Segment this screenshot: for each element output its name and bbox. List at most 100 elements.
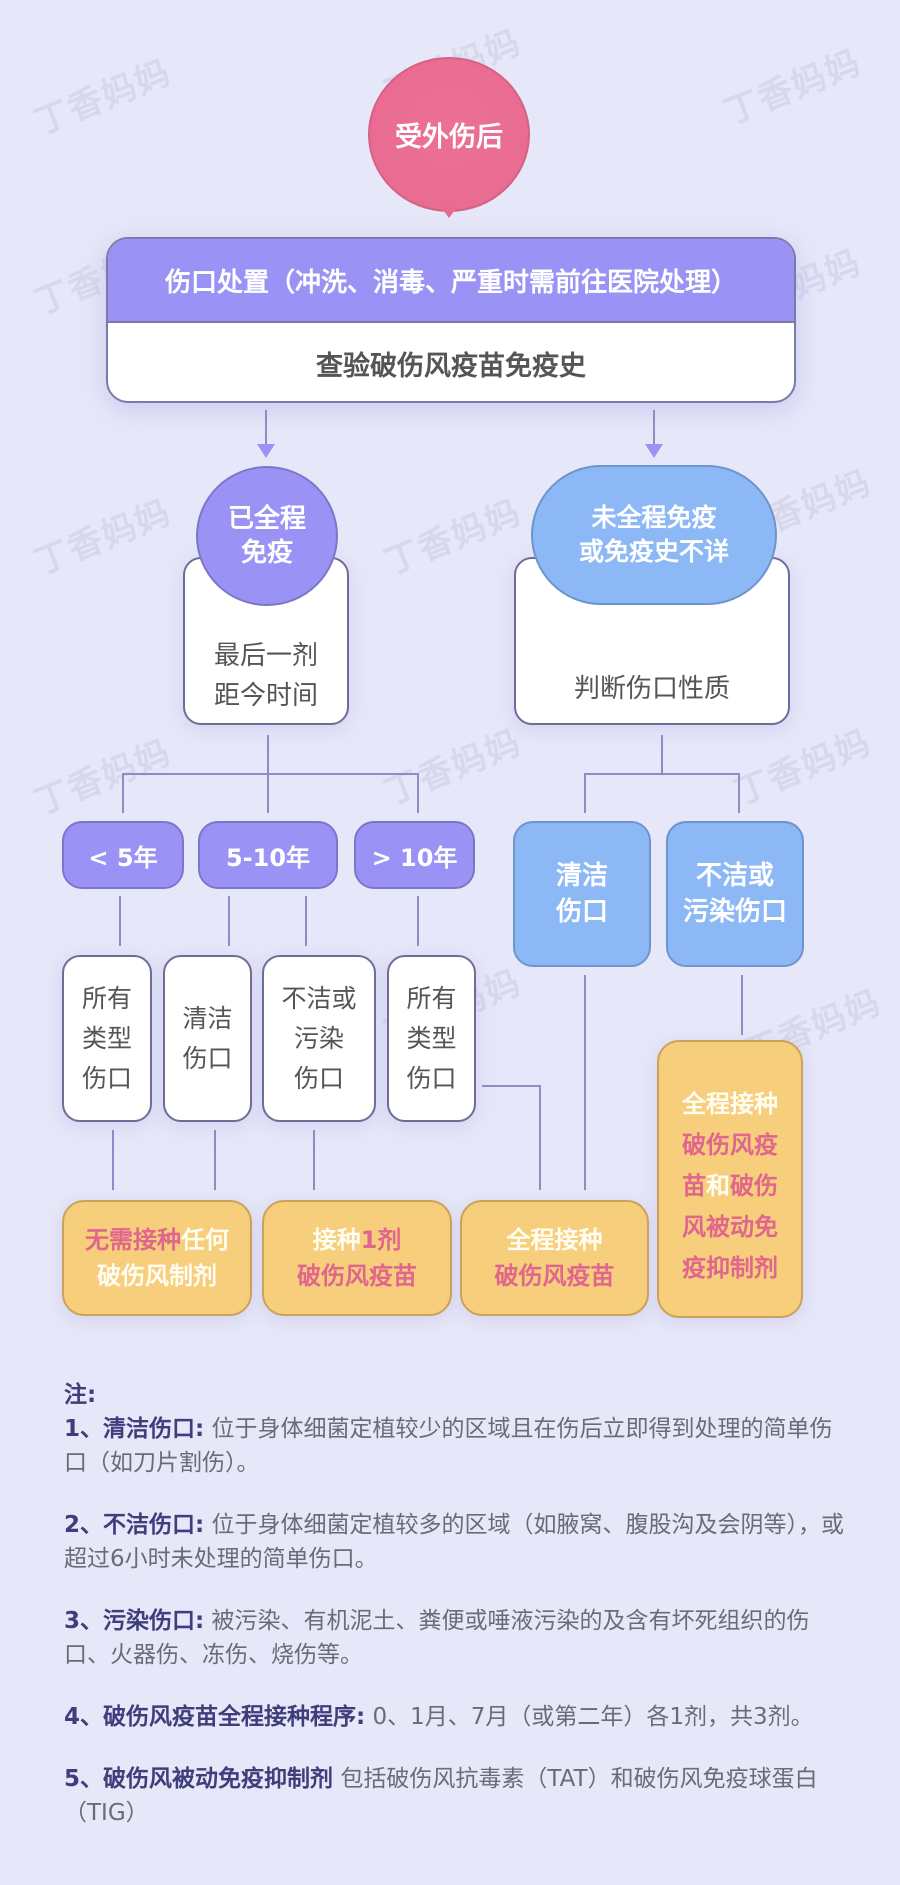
note-item: 4、破伤风疫苗全程接种程序: 0、1月、7月（或第二年）各1剂，共3剂。 xyxy=(64,1700,844,1734)
connector-line xyxy=(584,975,586,1190)
connector-line xyxy=(417,896,419,946)
connector-line xyxy=(738,773,740,813)
wound-type-line: 伤口 xyxy=(81,1063,132,1093)
not-fully-immunized-line1: 未全程免疫 xyxy=(591,503,717,532)
judge-wound-label: 判断伤口性质 xyxy=(573,673,730,704)
outcome-text-highlight: 风被动免 xyxy=(682,1213,778,1241)
notes-heading: 注: xyxy=(64,1382,97,1408)
note-item: 2、不洁伤口: 位于身体细菌定植较多的区域（如腋窝、腹股沟及会阴等），或超过6小… xyxy=(64,1508,844,1576)
arrow-down-icon xyxy=(257,444,275,458)
connector-line xyxy=(584,773,740,775)
outcome-text-highlight: 破伤 xyxy=(730,1172,778,1200)
connector-line xyxy=(584,773,586,813)
wound-type-line: 所有 xyxy=(406,983,457,1013)
note-title: 2、不洁伤口: xyxy=(64,1512,205,1538)
wound-type-line: 不洁或 xyxy=(281,983,357,1013)
connector-line xyxy=(313,1130,315,1190)
note-text: 0、1月、7月（或第二年）各1剂，共3剂。 xyxy=(372,1704,814,1730)
watermark: 丁香妈妈 xyxy=(379,722,528,814)
outcome-text-highlight: 破伤风疫苗 xyxy=(494,1262,615,1290)
check-immunization-label: 查验破伤风疫苗免疫史 xyxy=(316,350,586,382)
connector-line xyxy=(122,773,124,813)
outcome-text: 接种 xyxy=(312,1226,361,1254)
outcome-full-course-plus-passive: 全程接种 破伤风疫 苗和破伤 风被动免 疫抑制剂 xyxy=(657,1040,803,1318)
start-node-injury: 受外伤后 xyxy=(368,57,530,212)
outcome-text: 全程接种 xyxy=(506,1226,603,1254)
start-label: 受外伤后 xyxy=(395,122,503,153)
not-fully-immunized-node: 未全程免疫 或免疫史不详 xyxy=(531,465,777,605)
start-node-tail xyxy=(440,206,458,218)
wound-type-clean: 清洁 伤口 xyxy=(163,955,252,1122)
connector-line xyxy=(214,1130,216,1190)
wound-type-line: 清洁 xyxy=(182,1003,233,1033)
wound-type-line: 类型 xyxy=(406,1023,457,1053)
outcome-text: 任何 xyxy=(181,1226,229,1254)
note-text: 包括破伤风抗毒素（TAT）和破伤风免疫球蛋白（TIG） xyxy=(64,1766,818,1826)
watermark: 丁香妈妈 xyxy=(29,492,178,584)
note-title: 3、污染伤口: xyxy=(64,1608,205,1634)
note-text: 位于身体细菌定植较少的区域且在伤后立即得到处理的简单伤口（如刀片割伤）。 xyxy=(64,1416,833,1476)
outcome-text: 破伤风制剂 xyxy=(97,1262,217,1290)
outcome-text-highlight: 无需接种 xyxy=(85,1226,181,1254)
note-item: 5、破伤风被动免疫抑制剂 包括破伤风抗毒素（TAT）和破伤风免疫球蛋白（TIG） xyxy=(64,1762,844,1830)
connector-line xyxy=(228,896,230,946)
outcome-text-highlight: 破伤风疫 xyxy=(682,1131,778,1159)
watermark: 丁香妈妈 xyxy=(719,42,868,134)
wound-type-line: 所有 xyxy=(81,983,132,1013)
interval-over-10-years: > 10年 xyxy=(354,821,475,889)
connector-line xyxy=(267,773,269,813)
last-dose-line2: 距今时间 xyxy=(213,681,318,711)
interval-label: 5-10年 xyxy=(225,843,311,872)
wound-type-all-types-over-10: 所有 类型 伤口 xyxy=(387,955,476,1122)
dirty-wound-node: 不洁或 污染伤口 xyxy=(666,821,804,967)
connector-line xyxy=(267,735,269,775)
connector-line xyxy=(305,896,307,946)
clean-wound-line1: 清洁 xyxy=(555,861,608,891)
connector-line xyxy=(653,410,655,446)
note-item: 1、清洁伤口: 位于身体细菌定植较少的区域且在伤后立即得到处理的简单伤口（如刀片… xyxy=(64,1412,844,1480)
watermark: 丁香妈妈 xyxy=(729,722,878,814)
outcome-text-highlight: 苗 xyxy=(682,1172,706,1200)
note-item: 3、污染伤口: 被污染、有机泥土、粪便或唾液污染的及含有坏死组织的伤口、火器伤、… xyxy=(64,1604,844,1672)
outcome-text: 和 xyxy=(706,1172,730,1200)
outcome-text: 全程接种 xyxy=(682,1090,778,1118)
note-title: 4、破伤风疫苗全程接种程序: xyxy=(64,1704,366,1730)
not-fully-immunized-line2: 或免疫史不详 xyxy=(578,537,729,566)
clean-wound-node: 清洁 伤口 xyxy=(513,821,651,967)
wound-care-box: 伤口处置（冲洗、消毒、严重时需前往医院处理） 查验破伤风疫苗免疫史 xyxy=(106,237,796,403)
wound-type-line: 类型 xyxy=(81,1023,132,1053)
outcome-one-dose: 接种1剂 破伤风疫苗 xyxy=(262,1200,452,1316)
fully-immunized-line1: 已全程 xyxy=(227,504,306,534)
connector-line xyxy=(661,735,663,775)
wound-type-line: 伤口 xyxy=(182,1043,233,1073)
wound-type-line: 伤口 xyxy=(406,1063,457,1093)
fully-immunized-node: 已全程 免疫 xyxy=(196,466,338,606)
watermark: 丁香妈妈 xyxy=(379,492,528,584)
wound-type-line: 污染 xyxy=(293,1023,344,1053)
wound-type-dirty: 不洁或 污染 伤口 xyxy=(262,955,376,1122)
wound-care-header: 伤口处置（冲洗、消毒、严重时需前往医院处理） xyxy=(108,239,794,323)
watermark: 丁香妈妈 xyxy=(29,52,178,144)
connector-line xyxy=(119,896,121,946)
wound-type-line: 伤口 xyxy=(293,1063,344,1093)
dirty-wound-line2: 污染伤口 xyxy=(682,897,787,927)
interval-label: < 5年 xyxy=(88,843,158,872)
connector-line xyxy=(482,1085,541,1087)
note-title: 1、清洁伤口: xyxy=(64,1416,205,1442)
outcome-text-highlight: 破伤风疫苗 xyxy=(297,1262,417,1290)
dirty-wound-line1: 不洁或 xyxy=(695,861,774,891)
wound-type-all-types: 所有 类型 伤口 xyxy=(62,955,152,1122)
fully-immunized-line2: 免疫 xyxy=(240,538,293,568)
interval-5-10-years: 5-10年 xyxy=(198,821,338,889)
connector-line xyxy=(417,773,419,813)
outcome-full-course-vaccine: 全程接种 破伤风疫苗 xyxy=(460,1200,649,1316)
clean-wound-line2: 伤口 xyxy=(555,897,608,927)
note-text: 被污染、有机泥土、粪便或唾液污染的及含有坏死组织的伤口、火器伤、冻伤、烧伤等。 xyxy=(64,1608,810,1668)
connector-line xyxy=(122,773,419,775)
notes-section: 注: 1、清洁伤口: 位于身体细菌定植较少的区域且在伤后立即得到处理的简单伤口（… xyxy=(64,1378,844,1858)
outcome-no-vaccine: 无需接种任何 破伤风制剂 xyxy=(62,1200,252,1316)
connector-line xyxy=(265,410,267,446)
outcome-text-highlight: 1剂 xyxy=(360,1226,402,1254)
connector-line xyxy=(112,1130,114,1190)
note-text: 位于身体细菌定植较多的区域（如腋窝、腹股沟及会阴等），或超过6小时未处理的简单伤… xyxy=(64,1512,845,1572)
